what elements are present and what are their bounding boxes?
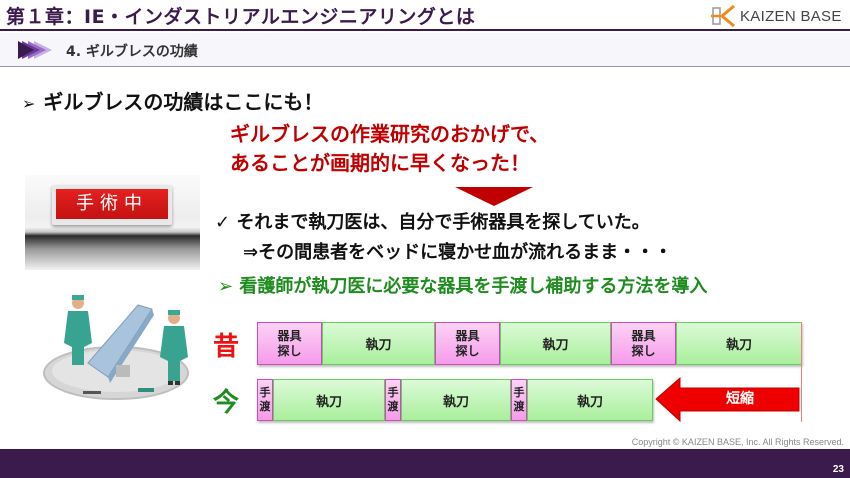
heading-text: ギルブレスの功績はここにも！ bbox=[43, 90, 324, 114]
kaizen-logo-icon bbox=[711, 5, 735, 27]
sign-text: 手術中 bbox=[56, 189, 168, 219]
now-segment-surgery: 執刀 bbox=[401, 379, 511, 421]
section-title: 4. ギルブレスの功績 bbox=[66, 44, 198, 60]
kaizen-base-logo: KAIZEN BASE bbox=[710, 5, 842, 27]
past-segment-surgery: 執刀 bbox=[676, 322, 802, 365]
chapter-title: 第１章：IE・インダストリアルエンジニアリングとは bbox=[6, 6, 476, 28]
page-number: 23 bbox=[832, 464, 844, 475]
past-segment-tool-search: 器具 探し bbox=[611, 322, 676, 365]
shorten-label: 短縮 bbox=[726, 391, 754, 407]
emphasis-line-2: あることが画期的に早くなった！ bbox=[230, 151, 530, 175]
sign-box: 手術中 bbox=[52, 185, 172, 225]
emphasis-line-1: ギルブレスの作業研究のおかげで、 bbox=[230, 122, 550, 146]
now-segment-handover: 手 渡 bbox=[257, 379, 273, 421]
copyright-text: Copyright © KAIZEN BASE, Inc. All Rights… bbox=[631, 437, 844, 447]
past-segment-tool-search: 器具 探し bbox=[435, 322, 500, 365]
now-segment-handover: 手 渡 bbox=[385, 379, 401, 421]
past-segment-surgery: 執刀 bbox=[322, 322, 435, 365]
end-marker-line bbox=[801, 322, 802, 422]
logo-text: KAIZEN BASE bbox=[740, 7, 842, 25]
triple-arrow-icon bbox=[18, 41, 52, 59]
past-segment-tool-search: 器具 探し bbox=[257, 322, 322, 365]
now-segment-surgery: 執刀 bbox=[273, 379, 385, 421]
previous-practice-text: ✓ それまで執刀医は、自分で手術器具を探していた。 bbox=[215, 212, 650, 233]
footer-bar: 23 bbox=[0, 449, 850, 478]
consequence-text: ⇒その間患者をベッドに寝かせ血が流れるまま・・・ bbox=[243, 242, 673, 263]
now-segment-handover: 手 渡 bbox=[511, 379, 527, 421]
past-segment-surgery: 執刀 bbox=[500, 322, 611, 365]
emphasis-text: ギルブレスの作業研究のおかげで、 あることが画期的に早くなった！ bbox=[230, 120, 549, 178]
now-segment-surgery: 執刀 bbox=[527, 379, 653, 421]
down-arrow-icon bbox=[455, 187, 533, 206]
past-label: 昔 bbox=[213, 332, 240, 362]
main-heading: ➢ ギルブレスの功績はここにも！ bbox=[22, 86, 323, 115]
surgeons-operating-table-image bbox=[43, 295, 189, 400]
left-arrow-icon bbox=[655, 377, 800, 422]
title-bar: 第１章：IE・インダストリアルエンジニアリングとは KAIZEN BASE bbox=[0, 0, 850, 31]
improvement-text: ➢ 看護師が執刀医に必要な器具を手渡し補助する方法を導入 bbox=[218, 276, 708, 297]
arrow-bullet-icon: ➢ bbox=[22, 94, 36, 113]
now-label: 今 bbox=[213, 388, 240, 418]
surgery-in-progress-sign-image: 手術中 bbox=[25, 175, 200, 270]
section-bar: 4. ギルブレスの功績 bbox=[0, 33, 850, 67]
